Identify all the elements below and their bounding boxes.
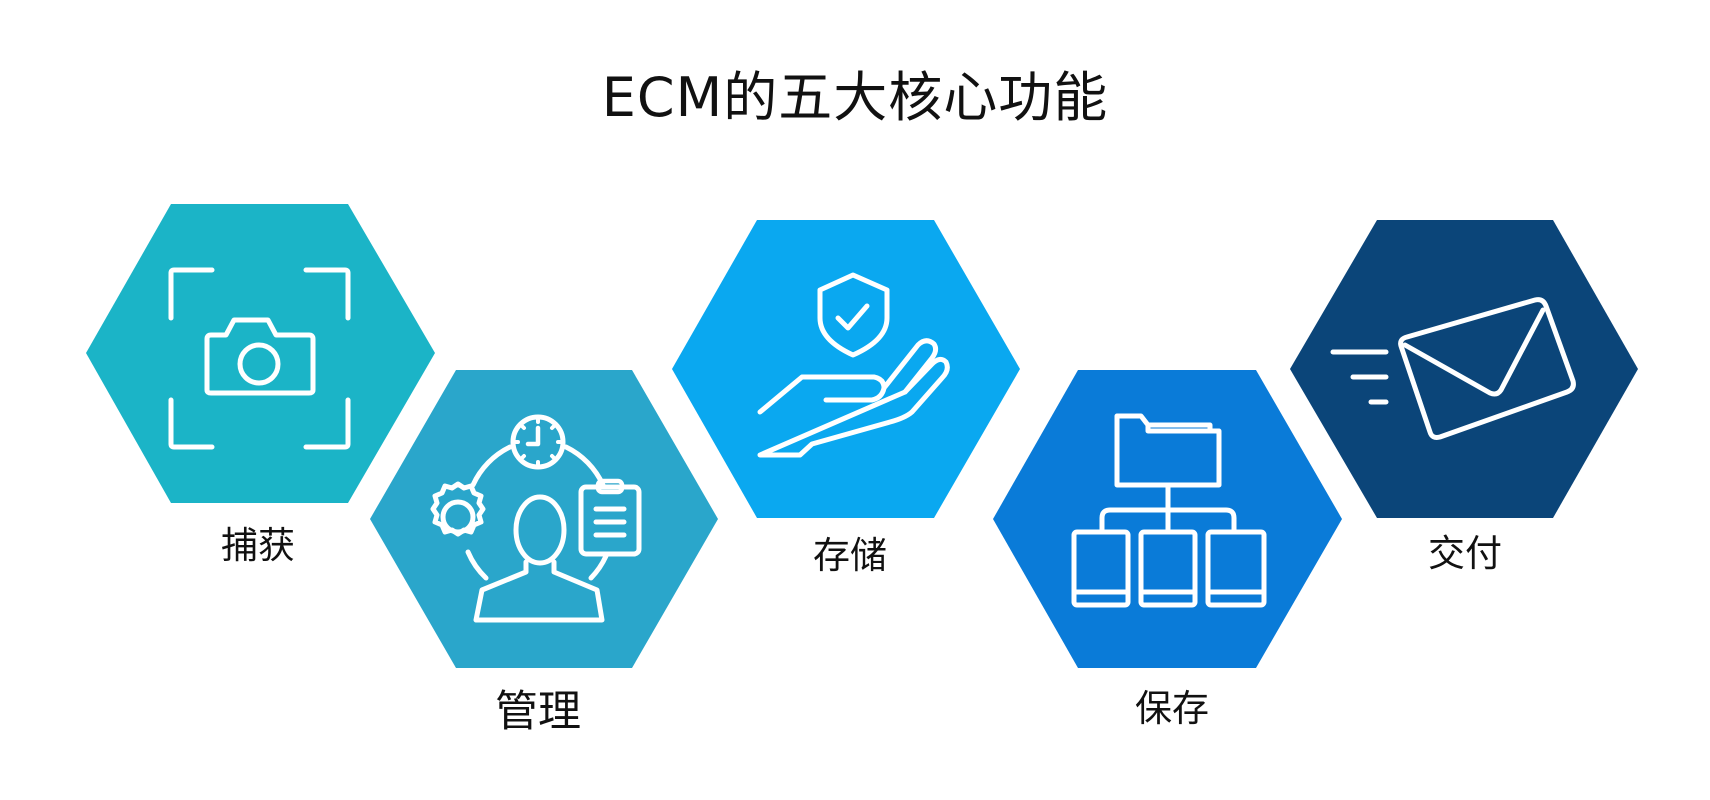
folder-tree-icon: [1071, 413, 1267, 608]
diagram-title: ECM的五大核心功能: [601, 66, 1109, 129]
hexagon-manage: [370, 370, 718, 668]
hexagon-storage: [672, 220, 1020, 518]
hand-shield-icon: [757, 272, 950, 458]
hexagon-preserve: [993, 370, 1342, 668]
label-preserve: 保存: [1135, 687, 1209, 730]
label-manage: 管理: [495, 687, 581, 737]
hexagon-delivery: [1290, 220, 1638, 518]
label-capture: 捕获: [221, 524, 295, 567]
hexagon-shape: [370, 370, 718, 668]
label-delivery: 交付: [1428, 532, 1502, 575]
hexagon-capture: [86, 204, 435, 503]
hexagon-shape: [86, 204, 435, 503]
camera-capture-icon: [168, 267, 351, 450]
label-storage: 存储: [813, 534, 887, 577]
hexagon-shape: [1290, 220, 1638, 518]
people-management-icon: [430, 414, 642, 623]
send-mail-icon: [1330, 297, 1576, 440]
hexagon-shape: [672, 220, 1020, 518]
